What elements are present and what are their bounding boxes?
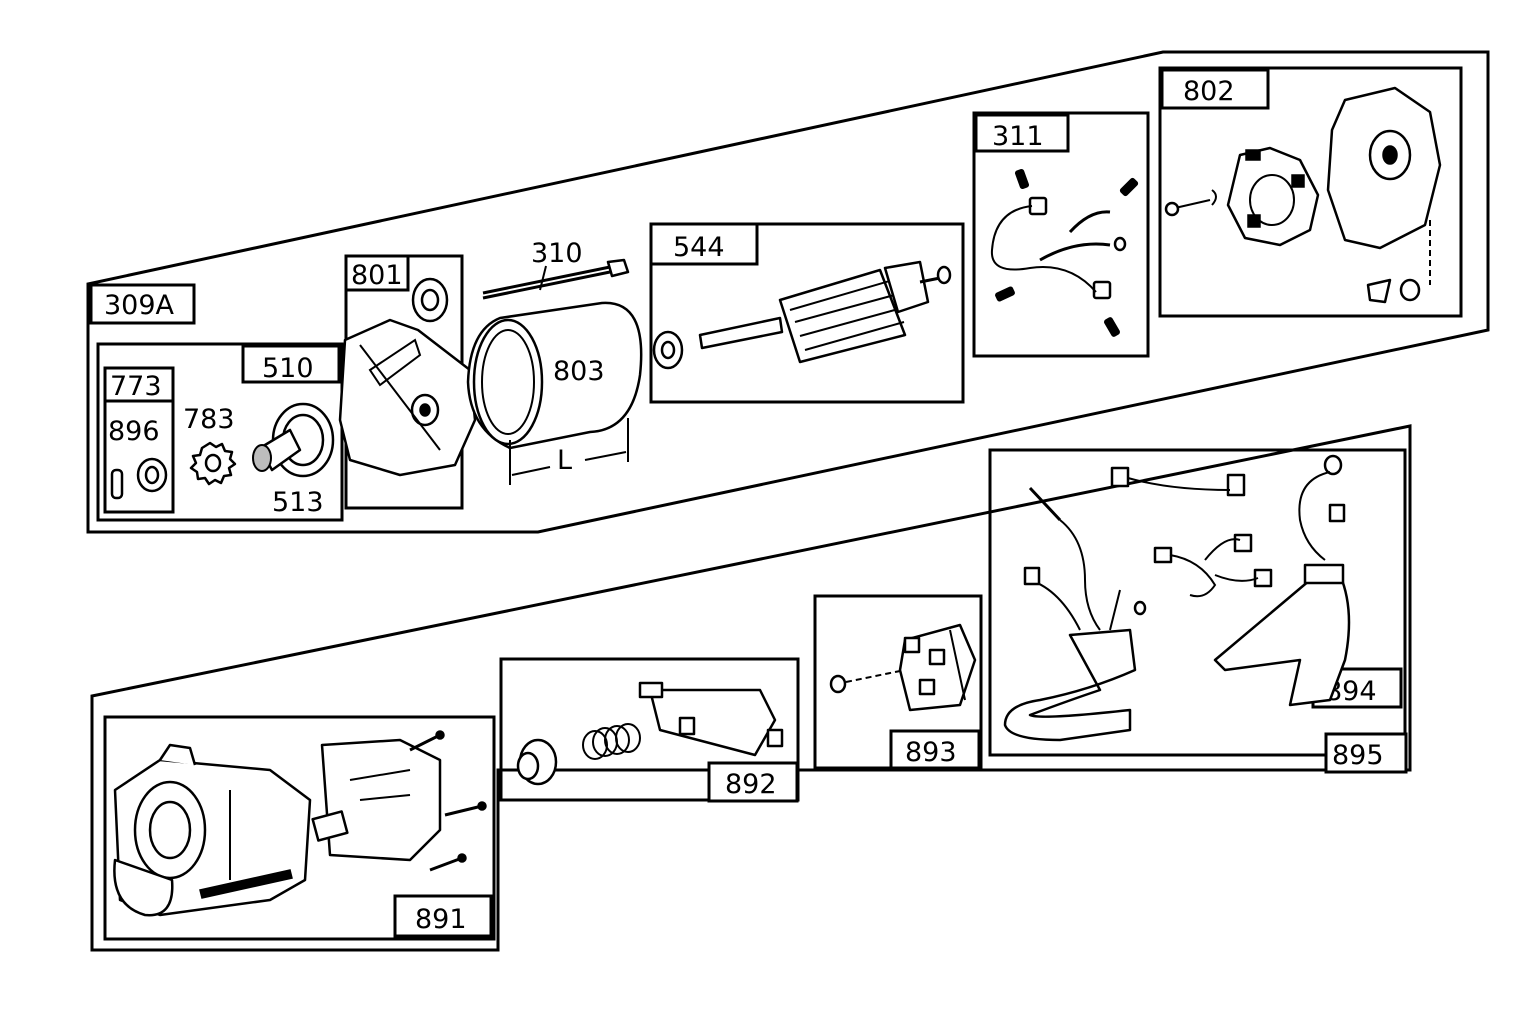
alternator-plate-891-part (311, 730, 487, 872)
label-310: 310 (531, 238, 583, 269)
rectifier-893-part (829, 623, 977, 712)
label-891: 891 (415, 904, 467, 935)
bolt-310-part (482, 258, 630, 300)
dimension-L (509, 418, 629, 485)
housing-803-part (466, 301, 643, 450)
label-box-510 (241, 344, 341, 384)
switch-892-part (638, 681, 784, 757)
label-773: 773 (110, 371, 162, 402)
label-box-802 (1160, 68, 1270, 110)
label-783: 783 (183, 404, 235, 435)
end-cap-801-part (338, 318, 477, 477)
washer-544-part (652, 330, 684, 370)
armature-544-part (698, 260, 952, 364)
label-box-309A (89, 283, 196, 325)
label-544: 544 (673, 232, 725, 263)
brush-set-311-part (990, 168, 1139, 337)
commutator-end-cap-802-part (1326, 86, 1442, 304)
label-box-773 (103, 366, 175, 403)
label-893: 893 (905, 737, 957, 768)
label-895: 895 (1332, 740, 1384, 771)
label-box-892 (707, 761, 799, 803)
label-896: 896 (108, 416, 160, 447)
washer-801-part (411, 277, 449, 323)
plug-892-part (516, 738, 558, 786)
label-box-544 (649, 222, 759, 266)
part-311-box (972, 111, 1150, 358)
gear-783-part (189, 441, 237, 486)
label-803: 803 (553, 356, 605, 387)
harness-895-part (1003, 486, 1147, 742)
part-802-box (1158, 66, 1463, 318)
pin-896-part (110, 468, 124, 500)
label-311: 311 (992, 121, 1044, 152)
label-box-801 (344, 254, 410, 292)
label-box-895 (1324, 732, 1408, 774)
label-801: 801 (351, 260, 403, 291)
lead-set-894-part (1110, 466, 1273, 598)
part-894-895-box (988, 448, 1407, 757)
part-891-box (103, 715, 496, 941)
upper-assembly-outline (86, 50, 1490, 534)
label-513: 513 (272, 487, 324, 518)
drive-513-part (252, 402, 335, 478)
label-box-891 (393, 894, 493, 938)
regulator-894-part (1213, 454, 1351, 707)
lower-assembly-outline (90, 424, 1412, 952)
starter-motor-891-part (113, 743, 312, 917)
label-box-893 (889, 729, 981, 770)
label-892: 892 (725, 769, 777, 800)
part-892-box (499, 657, 800, 802)
label-L: L (557, 445, 572, 476)
label-309A: 309A (104, 290, 175, 321)
label-510: 510 (262, 353, 314, 384)
clip-773-part (136, 457, 168, 493)
brush-holder-802-part (1164, 146, 1320, 247)
label-802: 802 (1183, 76, 1235, 107)
part-544-box (649, 222, 965, 404)
spring-892-part (582, 723, 641, 760)
label-box-311 (974, 113, 1070, 153)
